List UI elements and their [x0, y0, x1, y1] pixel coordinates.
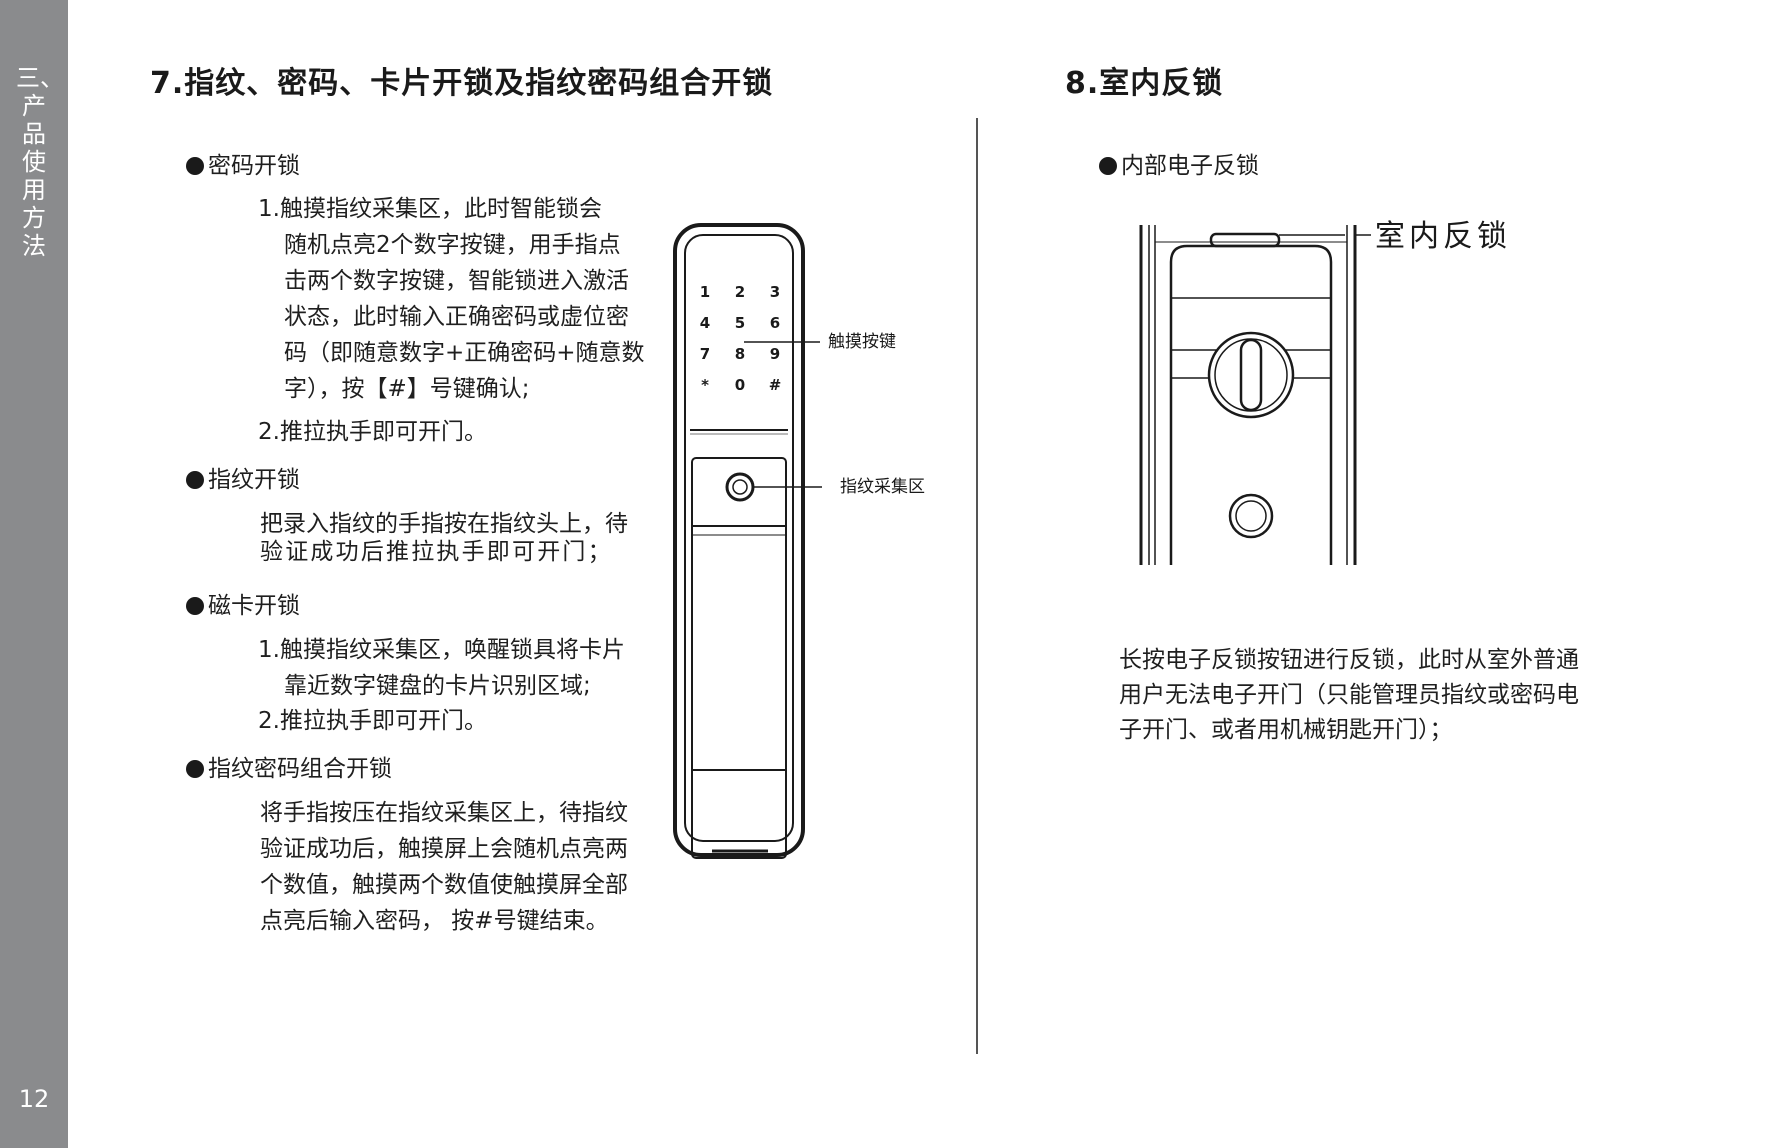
fingerprint-line: 验证成功后推拉执手即可开门；: [260, 539, 613, 565]
password-title: 密码开锁: [208, 153, 300, 179]
bullet-password: 密码开锁: [186, 148, 300, 184]
bullet-dot: [186, 760, 204, 778]
fingerprint-sensor-inner: [732, 479, 748, 495]
key-9: 9: [770, 345, 780, 363]
right-description: 子开门、或者用机械钥匙开门）；: [1119, 717, 1453, 743]
indoor-panel-diagram: 室内反锁: [1139, 220, 1511, 565]
keyhole-inner: [1235, 500, 1267, 532]
bullet-dot: [186, 597, 204, 615]
section-title: 三、产品使用方法: [16, 64, 64, 260]
bullet-dot: [186, 471, 204, 489]
keyhole-icon: [1228, 493, 1274, 539]
bullet-card: 磁卡开锁: [186, 588, 300, 624]
combo-title: 指纹密码组合开锁: [208, 756, 392, 782]
left-heading: 7.指纹、密码、卡片开锁及指纹密码组合开锁: [150, 66, 774, 101]
page-number: 12: [18, 1085, 50, 1113]
password-step: 2.推拉执手即可开门。: [258, 419, 487, 445]
bullet-dot: [1099, 157, 1117, 175]
fingerprint-line: 把录入指纹的手指按在指纹头上，待: [260, 511, 628, 537]
key-hash: #: [769, 376, 782, 394]
key-0: 0: [735, 376, 745, 394]
bullet-fingerprint: 指纹开锁: [186, 462, 300, 498]
card-line: 靠近数字键盘的卡片识别区域;: [284, 673, 591, 699]
lock-button-icon: [1209, 232, 1281, 248]
key-8: 8: [735, 345, 745, 363]
sensor-label: 指纹采集区: [840, 477, 925, 497]
lock-body-outline: [673, 223, 805, 857]
lock-inner-outline: [684, 234, 794, 842]
fingerprint-title: 指纹开锁: [208, 467, 300, 493]
indoor-lock-label: 室内反锁: [1375, 220, 1511, 254]
right-description: 用户无法电子开门（只能管理员指纹或密码电: [1119, 682, 1579, 708]
key-6: 6: [770, 314, 780, 332]
bullet-combo: 指纹密码组合开锁: [186, 751, 392, 787]
combo-line: 点亮后输入密码， 按#号键结束。: [260, 908, 609, 934]
password-step: 击两个数字按键，智能锁进入激活: [284, 268, 629, 294]
key-3: 3: [770, 283, 780, 301]
key-4: 4: [700, 314, 710, 332]
key-1: 1: [700, 283, 710, 301]
card-title: 磁卡开锁: [208, 593, 300, 619]
right-description: 长按电子反锁按钮进行反锁，此时从室外普通: [1119, 647, 1579, 673]
key-star: *: [701, 376, 709, 394]
password-step: 字），按【#】号键确认;: [284, 376, 530, 402]
bullet-internal-lock: 内部电子反锁: [1099, 148, 1259, 184]
password-step: 1.触摸指纹采集区，此时智能锁会: [258, 196, 602, 222]
password-step: 随机点亮2个数字按键，用手指点: [284, 232, 621, 258]
thumb-turn-grip: [1239, 338, 1263, 412]
card-line: 1.触摸指纹采集区，唤醒锁具将卡片: [258, 637, 625, 663]
password-step: 码（即随意数字+正确密码+随意数: [284, 340, 645, 366]
fingerprint-sensor-icon: [725, 472, 755, 502]
bullet-dot: [186, 157, 204, 175]
handle-outline: [691, 457, 787, 859]
key-5: 5: [735, 314, 745, 332]
keypad-label: 触摸按键: [828, 332, 896, 352]
combo-line: 验证成功后，触摸屏上会随机点亮两: [260, 836, 628, 862]
internal-lock-title: 内部电子反锁: [1121, 153, 1259, 179]
key-2: 2: [735, 283, 745, 301]
right-heading: 8.室内反锁: [1065, 66, 1224, 101]
smart-lock-front-diagram: 1 2 3 4 5 6 7 8 9 * 0 # 触摸按键 指纹采集区: [673, 223, 925, 859]
column-divider: [976, 118, 978, 1054]
combo-line: 将手指按压在指纹采集区上，待指纹: [260, 800, 628, 826]
keypad: 1 2 3 4 5 6 7 8 9 * 0 #: [700, 283, 782, 394]
sidebar: 三、产品使用方法 12: [0, 0, 68, 1148]
key-7: 7: [700, 345, 710, 363]
combo-line: 个数值，触摸两个数值使触摸屏全部: [260, 872, 628, 898]
password-step: 状态，此时输入正确密码或虚位密: [284, 304, 629, 330]
card-line: 2.推拉执手即可开门。: [258, 708, 487, 734]
